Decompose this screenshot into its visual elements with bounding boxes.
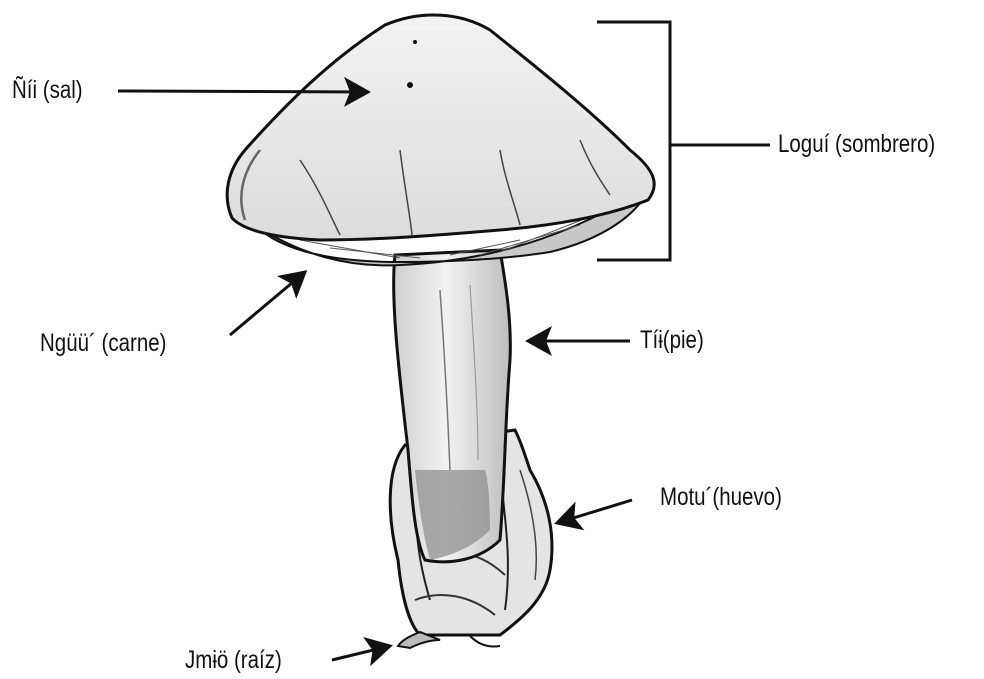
root-arrow	[332, 646, 390, 660]
volva-arrow	[557, 500, 632, 523]
label-cap: Loguí (sombrero)	[778, 132, 935, 157]
label-root: Jmɨö (raíz)	[185, 648, 282, 673]
flesh-arrow	[230, 272, 305, 335]
label-volva: Motu´(huevo)	[660, 485, 782, 510]
cap-surface-arrow	[118, 91, 368, 92]
label-flesh: Ngüü´ (carne)	[40, 331, 166, 356]
label-stem: Tíɨ(pie)	[640, 328, 704, 353]
cap	[227, 15, 654, 240]
label-cap-surface: Ñíi (sal)	[12, 78, 83, 103]
